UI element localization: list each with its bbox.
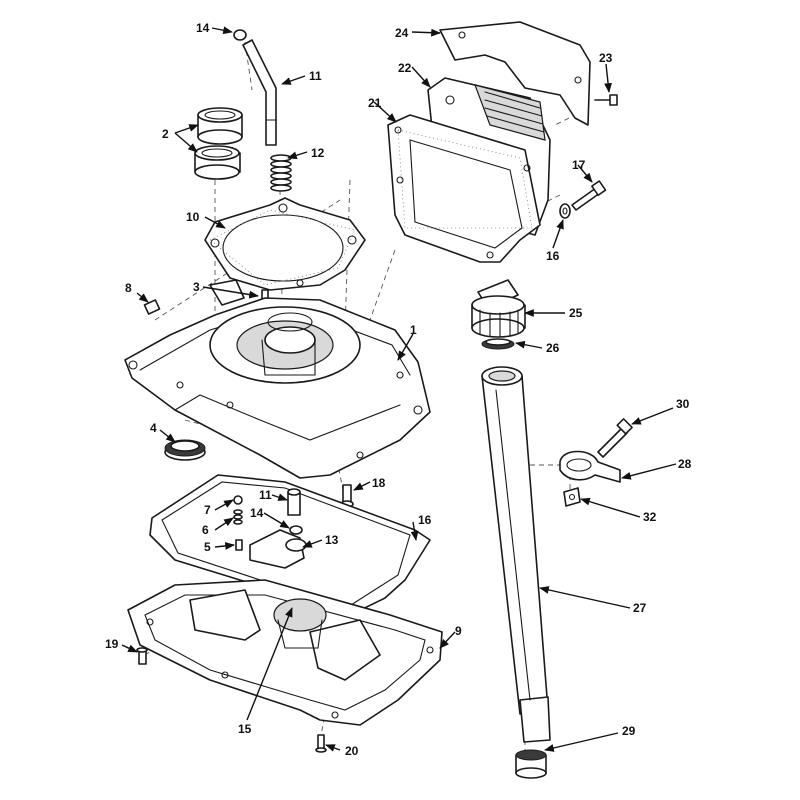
callout-20: 19 [105,637,119,651]
part-21-screw [315,734,327,753]
part-31-bolt [597,418,633,458]
part-11-tube-top [242,39,277,146]
part-2-bearings [194,107,243,180]
callout-29: 28 [678,457,692,471]
callout-14-top: 14 [196,21,210,35]
callout-25: 24 [395,26,409,40]
part-32-nut [563,487,581,507]
callout-31: 30 [676,397,690,411]
callout-9: 9 [455,624,462,638]
callout-13: 13 [325,533,339,547]
part-25-bracket [439,21,591,126]
callout-15: 15 [238,722,252,736]
callout-16: 16 [418,513,432,527]
part-29-clamp [559,450,621,483]
callout-14-lower: 14 [250,506,264,520]
callout-5: 5 [204,540,211,554]
part-14-clip-lower [289,525,303,535]
callout-8: 8 [125,281,132,295]
part-17-washer [559,203,571,219]
callout-11-top: 11 [309,69,322,83]
callout-24: 23 [599,51,613,65]
part-24-screw [594,94,618,106]
part-27-seal [481,338,515,350]
callout-22: 21 [368,96,382,110]
callout-26: 25 [569,306,583,320]
callout-27: 26 [546,341,560,355]
part-8-plug [143,299,161,315]
part-4-seal [164,439,206,461]
callout-2: 2 [162,127,169,141]
callout-6: 6 [202,523,209,537]
callout-19: 17 [572,158,586,172]
part-14-clip-top [233,29,247,41]
part-10-gasket [204,197,366,291]
callout-32: 32 [643,510,657,524]
part-26-cap [471,279,526,338]
part-1-housing [124,279,431,479]
callout-11-lower: 11 [259,488,272,502]
part-30-seal [515,749,547,779]
callout-3: 3 [193,280,200,294]
callout-7: 7 [204,503,211,517]
part-20-screw [136,647,148,665]
callout-4: 4 [150,421,157,435]
callout-18: 18 [372,476,386,490]
callout-10: 10 [186,210,200,224]
part-28-filler-tube [481,366,551,743]
callout-23: 22 [398,61,412,75]
part-13-pickup [249,529,307,569]
leader-lines [121,26,677,752]
callout-21: 20 [345,744,359,758]
callout-28: 27 [633,601,647,615]
part-6-spring [233,509,243,525]
part-19-bolt [571,180,607,211]
part-11-tube-lower [287,488,301,516]
callout-17: 16 [546,249,560,263]
part-22-gasket [387,114,541,263]
callout-labels: 14 11 2 12 10 3 8 1 4 18 11 7 14 6 13 5 … [105,21,692,758]
part-12-spring [270,154,292,192]
callout-12: 12 [311,146,325,160]
part-9-pan [127,579,443,726]
callout-30: 29 [622,724,636,738]
callout-1: 1 [410,323,417,337]
part-7-ball [233,495,243,505]
part-5-plug [235,539,243,551]
